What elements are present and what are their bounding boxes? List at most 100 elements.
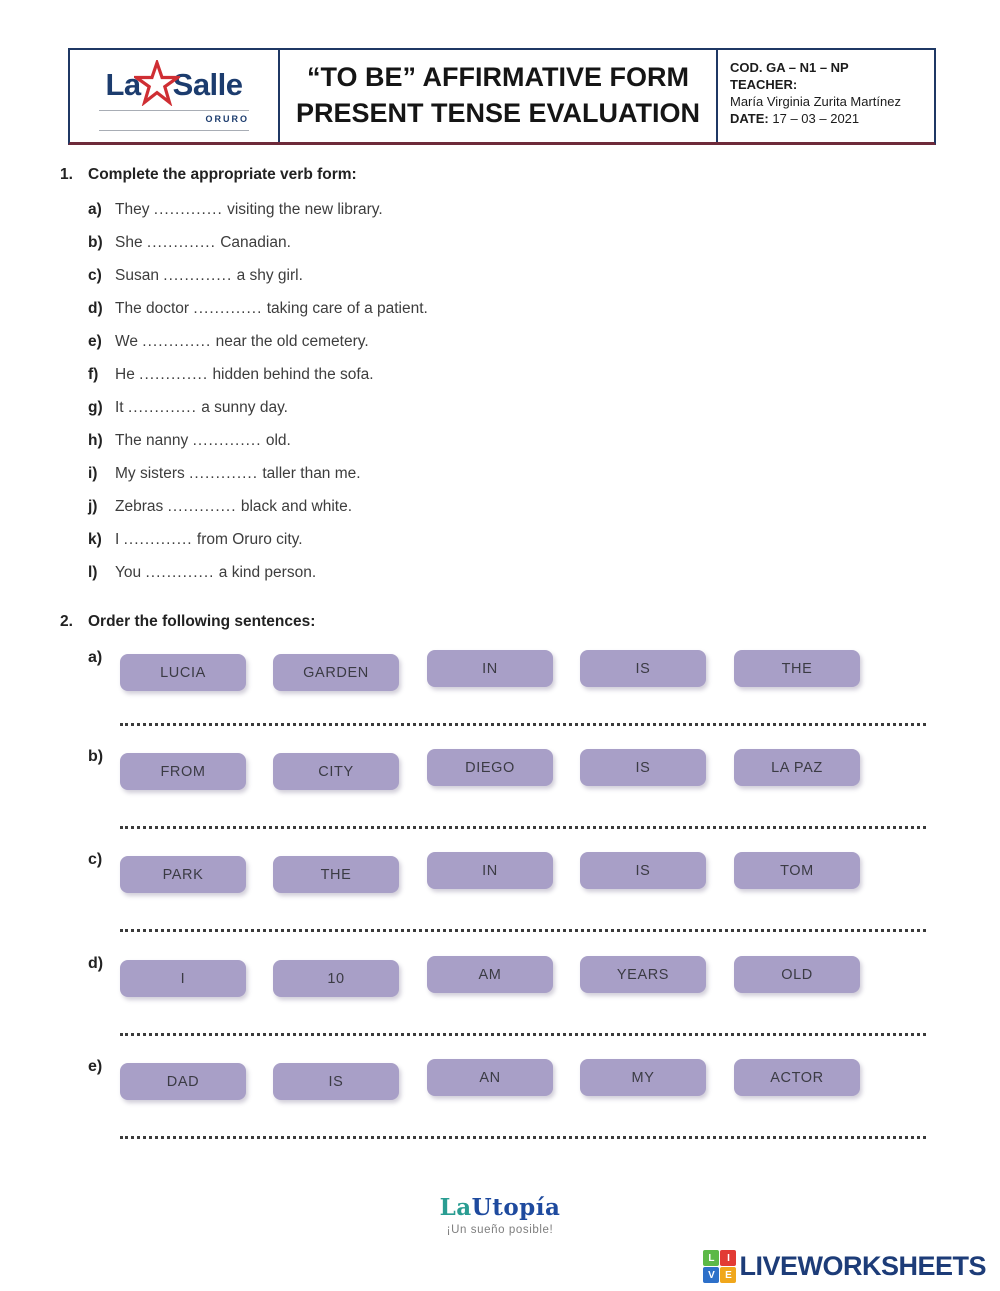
word-tile[interactable]: IS (580, 852, 706, 889)
section-2-title: Order the following sentences: (88, 613, 316, 630)
answer-blank[interactable]: ............. (139, 366, 209, 383)
word-tile[interactable]: DIEGO (427, 749, 553, 786)
word-tile[interactable]: OLD (734, 956, 860, 993)
exercise-item: j) Zebras ............. black and white. (60, 490, 950, 523)
word-tile[interactable]: ACTOR (734, 1059, 860, 1096)
exercise-item: h) The nanny ............. old. (60, 424, 950, 457)
date-label: DATE: (730, 111, 769, 126)
exercise-item: f) He ............. hidden behind the so… (60, 358, 950, 391)
answer-line[interactable] (120, 716, 926, 726)
answer-blank[interactable]: ............. (189, 465, 259, 482)
section-2-number: 2. (60, 613, 73, 630)
exercise-item: k) I ............. from Oruro city. (60, 523, 950, 556)
logo-wordmark: La Salle (105, 59, 243, 108)
word-tile[interactable]: IN (427, 650, 553, 687)
brand-tagline: ¡Un sueño posible! (446, 1224, 554, 1236)
sentence-before: He (115, 366, 135, 383)
item-letter: k) (88, 531, 102, 548)
logo-divider-bottom (99, 129, 249, 131)
item-letter: i) (88, 465, 98, 482)
item-letter: g) (88, 399, 103, 416)
sentence-after: Canadian. (220, 234, 291, 251)
word-tile[interactable]: IS (580, 749, 706, 786)
answer-blank[interactable]: ............. (142, 333, 212, 350)
word-tile[interactable]: LUCIA (120, 654, 246, 691)
answer-blank[interactable]: ............. (145, 564, 215, 581)
answer-blank[interactable]: ............. (123, 531, 193, 548)
word-tile[interactable]: YEARS (580, 956, 706, 993)
sentence-text: Susan ............. a shy girl. (115, 259, 303, 292)
sentence-before: The doctor (115, 300, 190, 317)
liveworksheets-logo: L I V E LIVEWORKSHEETS (703, 1250, 986, 1283)
word-tile[interactable]: AM (427, 956, 553, 993)
worksheet-title-line1: “TO BE” AFFIRMATIVE FORM (307, 62, 689, 93)
word-tile[interactable]: THE (734, 650, 860, 687)
answer-blank[interactable]: ............. (192, 432, 262, 449)
order-row-e: e) DAD IS AN MY ACTOR (0, 1058, 1000, 1100)
row-letter: e) (88, 1058, 103, 1075)
word-tile[interactable]: IS (580, 650, 706, 687)
answer-line[interactable] (120, 922, 926, 932)
word-tile[interactable]: MY (580, 1059, 706, 1096)
sentence-after: old. (265, 432, 291, 449)
liveworksheets-grid-icon: L I V E (703, 1250, 737, 1283)
sentence-after: near the old cemetery. (215, 333, 369, 350)
item-letter: d) (88, 300, 103, 317)
word-tile[interactable]: CITY (273, 753, 399, 790)
exercise-item: d) The doctor ............. taking care … (60, 292, 950, 325)
word-tile[interactable]: 10 (273, 960, 399, 997)
item-letter: b) (88, 234, 103, 251)
cod-code: COD. GA – N1 – NP (730, 60, 849, 75)
sentence-text: I ............. from Oruro city. (115, 523, 303, 556)
logo-divider-top (99, 109, 249, 111)
answer-line[interactable] (120, 1129, 926, 1139)
brand-logo: LaUtopía (0, 1194, 1000, 1221)
item-letter: l) (88, 564, 98, 581)
answer-blank[interactable]: ............. (167, 498, 237, 515)
sentence-after: a shy girl. (236, 267, 303, 284)
sentence-text: She ............. Canadian. (115, 226, 291, 259)
row-letter: c) (88, 851, 103, 868)
answer-blank[interactable]: ............. (153, 201, 223, 218)
sentence-text: They ............. visiting the new libr… (115, 193, 383, 226)
sentence-before: The nanny (115, 432, 189, 449)
section-1-heading: 1. Complete the appropriate verb form: (60, 166, 950, 184)
word-tile[interactable]: LA PAZ (734, 749, 860, 786)
sentence-after: from Oruro city. (196, 531, 303, 548)
star-icon (133, 59, 180, 106)
word-tile[interactable]: DAD (120, 1063, 246, 1100)
answer-line[interactable] (120, 819, 926, 829)
item-letter: a) (88, 201, 102, 218)
logo-salle: Salle (172, 66, 243, 102)
word-tile[interactable]: PARK (120, 856, 246, 893)
word-tile[interactable]: TOM (734, 852, 860, 889)
order-row-a: a) LUCIA GARDEN IN IS THE (0, 649, 1000, 691)
logo-city-label: ORURO (205, 113, 249, 124)
word-tile[interactable]: I (120, 960, 246, 997)
item-letter: e) (88, 333, 102, 350)
row-letter: b) (88, 748, 104, 765)
teacher-name: María Virginia Zurita Martínez (730, 94, 901, 109)
exercise-item: e) We ............. near the old cemeter… (60, 325, 950, 358)
word-tile[interactable]: FROM (120, 753, 246, 790)
sentence-before: I (115, 531, 120, 548)
sentence-after: black and white. (240, 498, 353, 515)
word-tile[interactable]: IS (273, 1063, 399, 1100)
sentence-after: a sunny day. (201, 399, 288, 416)
header: La Salle ORURO “TO BE” AFFIRMATIVE FORM … (68, 48, 936, 145)
sentence-text: He ............. hidden behind the sofa. (115, 358, 374, 391)
section-1-items: a) They ............. visiting the new l… (60, 193, 950, 589)
answer-blank[interactable]: ............. (193, 300, 263, 317)
answer-blank[interactable]: ............. (127, 399, 197, 416)
word-tile[interactable]: GARDEN (273, 654, 399, 691)
answer-blank[interactable]: ............. (163, 267, 233, 284)
answer-line[interactable] (120, 1026, 926, 1036)
answer-blank[interactable]: ............. (146, 234, 216, 251)
word-tile[interactable]: AN (427, 1059, 553, 1096)
row-letter: a) (88, 649, 103, 666)
exercise-item: g) It ............. a sunny day. (60, 391, 950, 424)
word-tile[interactable]: IN (427, 852, 553, 889)
sentence-text: We ............. near the old cemetery. (115, 325, 369, 358)
word-tile[interactable]: THE (273, 856, 399, 893)
